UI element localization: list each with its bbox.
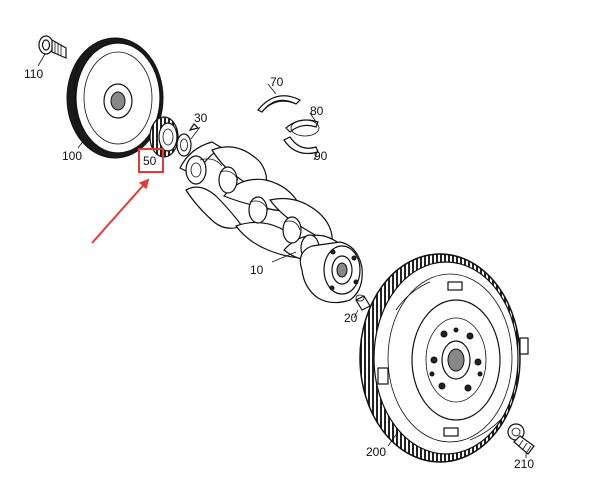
crankshaft-10 (179, 141, 363, 304)
label-80: 80 (310, 104, 324, 118)
bearing-shell-90 (283, 119, 320, 161)
label-100: 100 (62, 149, 82, 163)
label-30: 30 (194, 111, 208, 125)
label-70: 70 (270, 75, 284, 89)
label-110: 110 (24, 67, 43, 81)
label-90: 90 (314, 149, 328, 163)
bearing-shell-70 (257, 83, 302, 113)
label-10: 10 (250, 263, 264, 277)
label-20: 20 (344, 311, 358, 325)
label-200: 200 (366, 445, 386, 459)
pulley-100 (66, 37, 164, 159)
label-210: 210 (514, 457, 534, 471)
ring-30 (176, 123, 201, 157)
bolt-210 (507, 423, 535, 458)
flywheel-200 (359, 253, 529, 463)
highlight-arrow (91, 178, 150, 244)
highlight-box (138, 148, 164, 173)
label-50: 50 (143, 154, 157, 168)
bolt-110 (37, 35, 67, 67)
